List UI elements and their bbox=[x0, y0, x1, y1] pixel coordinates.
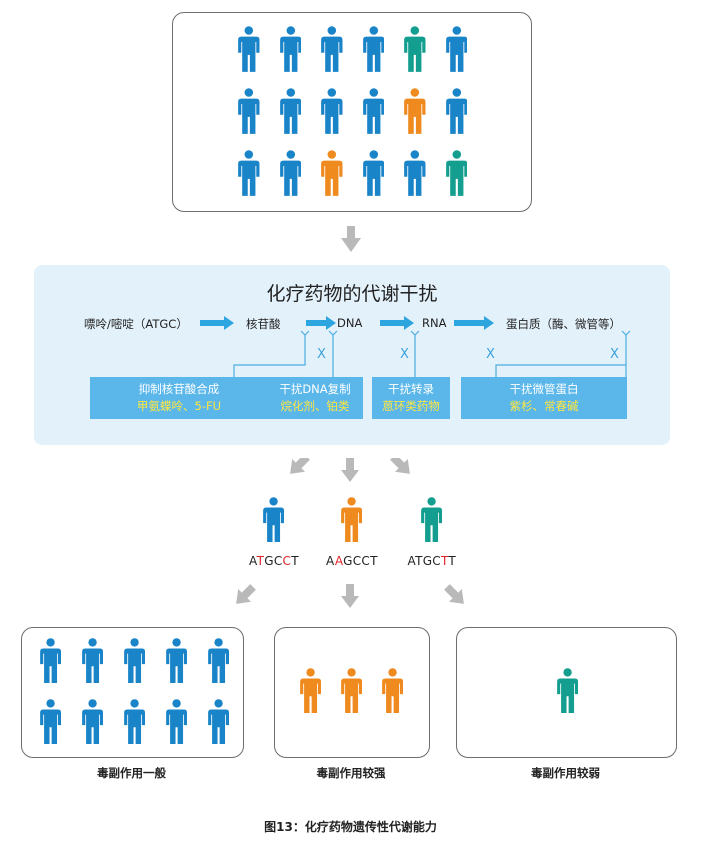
person-icon bbox=[404, 26, 426, 72]
block-mark: X bbox=[317, 347, 326, 362]
person-icon bbox=[82, 699, 104, 744]
diverging-arrows bbox=[290, 458, 410, 482]
person-icon bbox=[445, 26, 467, 72]
person-icon bbox=[321, 26, 343, 72]
mechanism-transcription: 干扰转录 蒽环类药物 bbox=[372, 377, 450, 419]
person-icon bbox=[300, 668, 322, 713]
person-icon bbox=[279, 88, 301, 134]
flow-arrow-icon bbox=[200, 316, 234, 330]
flow-arrow-icon bbox=[380, 316, 414, 330]
genotype-sequence: ATGCTT bbox=[407, 554, 457, 568]
person-icon bbox=[279, 26, 301, 72]
flow-arrow-icon bbox=[454, 316, 494, 330]
person-icon bbox=[382, 668, 404, 713]
flow-step-protein: 蛋白质（酶、微管等） bbox=[506, 317, 621, 331]
person-icon bbox=[404, 150, 426, 196]
panel-title: 化疗药物的代谢干扰 bbox=[266, 283, 438, 305]
flow-step-purine: 嘌呤/嘧啶（ATGC） bbox=[84, 317, 188, 331]
block-mark: X bbox=[486, 347, 495, 362]
person-icon bbox=[557, 668, 579, 713]
person-icon bbox=[362, 88, 384, 134]
person-icon bbox=[40, 638, 62, 683]
person-icon bbox=[124, 638, 146, 683]
person-icon bbox=[445, 150, 467, 196]
mechanism-title: 干扰微管蛋白 bbox=[509, 382, 579, 396]
genotype-sequence: AAGCCT bbox=[326, 554, 378, 568]
outcome-label-normal: 毒副作用一般 bbox=[97, 766, 166, 780]
person-icon bbox=[166, 699, 188, 744]
figure-caption: 图13：化疗药物遗传性代谢能力 bbox=[264, 820, 437, 834]
flow-arrows bbox=[200, 316, 631, 377]
person-icon bbox=[321, 150, 343, 196]
outcome-label-weak: 毒副作用较弱 bbox=[531, 766, 600, 780]
gray-down-arrow-icon bbox=[444, 584, 464, 604]
person-icon bbox=[238, 88, 260, 134]
metabolism-panel: 化疗药物的代谢干扰 嘌呤/嘧啶（ATGC） 核苷酸 DNA RNA 蛋白质（酶、… bbox=[34, 265, 670, 445]
person-icon bbox=[321, 88, 343, 134]
genotype-sequence: ATGCCT bbox=[249, 554, 299, 568]
person-icon bbox=[362, 150, 384, 196]
flow-step-dna: DNA bbox=[337, 316, 363, 330]
gray-down-arrow-icon bbox=[290, 458, 310, 474]
gray-down-arrow-icon bbox=[341, 458, 359, 482]
person-icon bbox=[40, 699, 62, 744]
person-icon bbox=[445, 88, 467, 134]
gray-down-arrow-icon bbox=[390, 458, 410, 474]
mechanism-nucleotide-synthesis: 抑制核苷酸合成 甲氨蝶呤、5-FU bbox=[90, 377, 268, 419]
gray-down-arrow-icon bbox=[341, 226, 361, 252]
mechanism-drugs: 蒽环类药物 bbox=[382, 399, 440, 413]
flow-arrow-icon bbox=[306, 316, 336, 330]
block-mark: X bbox=[610, 347, 619, 362]
mechanism-title: 干扰转录 bbox=[388, 382, 434, 396]
person-icon bbox=[404, 88, 426, 134]
person-icon bbox=[238, 150, 260, 196]
mechanism-title: 干扰DNA复制 bbox=[279, 382, 351, 396]
person-icon bbox=[341, 497, 363, 542]
block-mark: X bbox=[400, 347, 409, 362]
person-icon bbox=[279, 150, 301, 196]
person-icon bbox=[82, 638, 104, 683]
person-icon bbox=[362, 26, 384, 72]
flow-step-nucleotide: 核苷酸 bbox=[246, 317, 281, 331]
person-icon bbox=[421, 497, 443, 542]
person-icon bbox=[341, 668, 363, 713]
person-icon bbox=[166, 638, 188, 683]
outcome-arrows bbox=[236, 584, 464, 608]
flow-step-rna: RNA bbox=[422, 316, 447, 330]
mechanism-drugs: 烷化剂、铂类 bbox=[280, 399, 350, 413]
mechanism-microtubule: 干扰微管蛋白 紫杉、常春碱 bbox=[461, 377, 627, 419]
person-icon bbox=[263, 497, 285, 542]
person-icon bbox=[124, 699, 146, 744]
mechanism-dna-replication: 干扰DNA复制 烷化剂、铂类 bbox=[267, 377, 363, 419]
mechanism-drugs: 甲氨蝶呤、5-FU bbox=[137, 399, 221, 413]
gray-down-arrow-icon bbox=[341, 584, 359, 608]
person-icon bbox=[208, 638, 230, 683]
mechanism-title: 抑制核苷酸合成 bbox=[138, 382, 220, 396]
gray-down-arrow-icon bbox=[236, 584, 256, 604]
mechanism-drugs: 紫杉、常春碱 bbox=[509, 399, 579, 413]
person-icon bbox=[208, 699, 230, 744]
outcome-label-strong: 毒副作用较强 bbox=[316, 766, 386, 780]
person-icon bbox=[238, 26, 260, 72]
population-box bbox=[172, 12, 532, 212]
